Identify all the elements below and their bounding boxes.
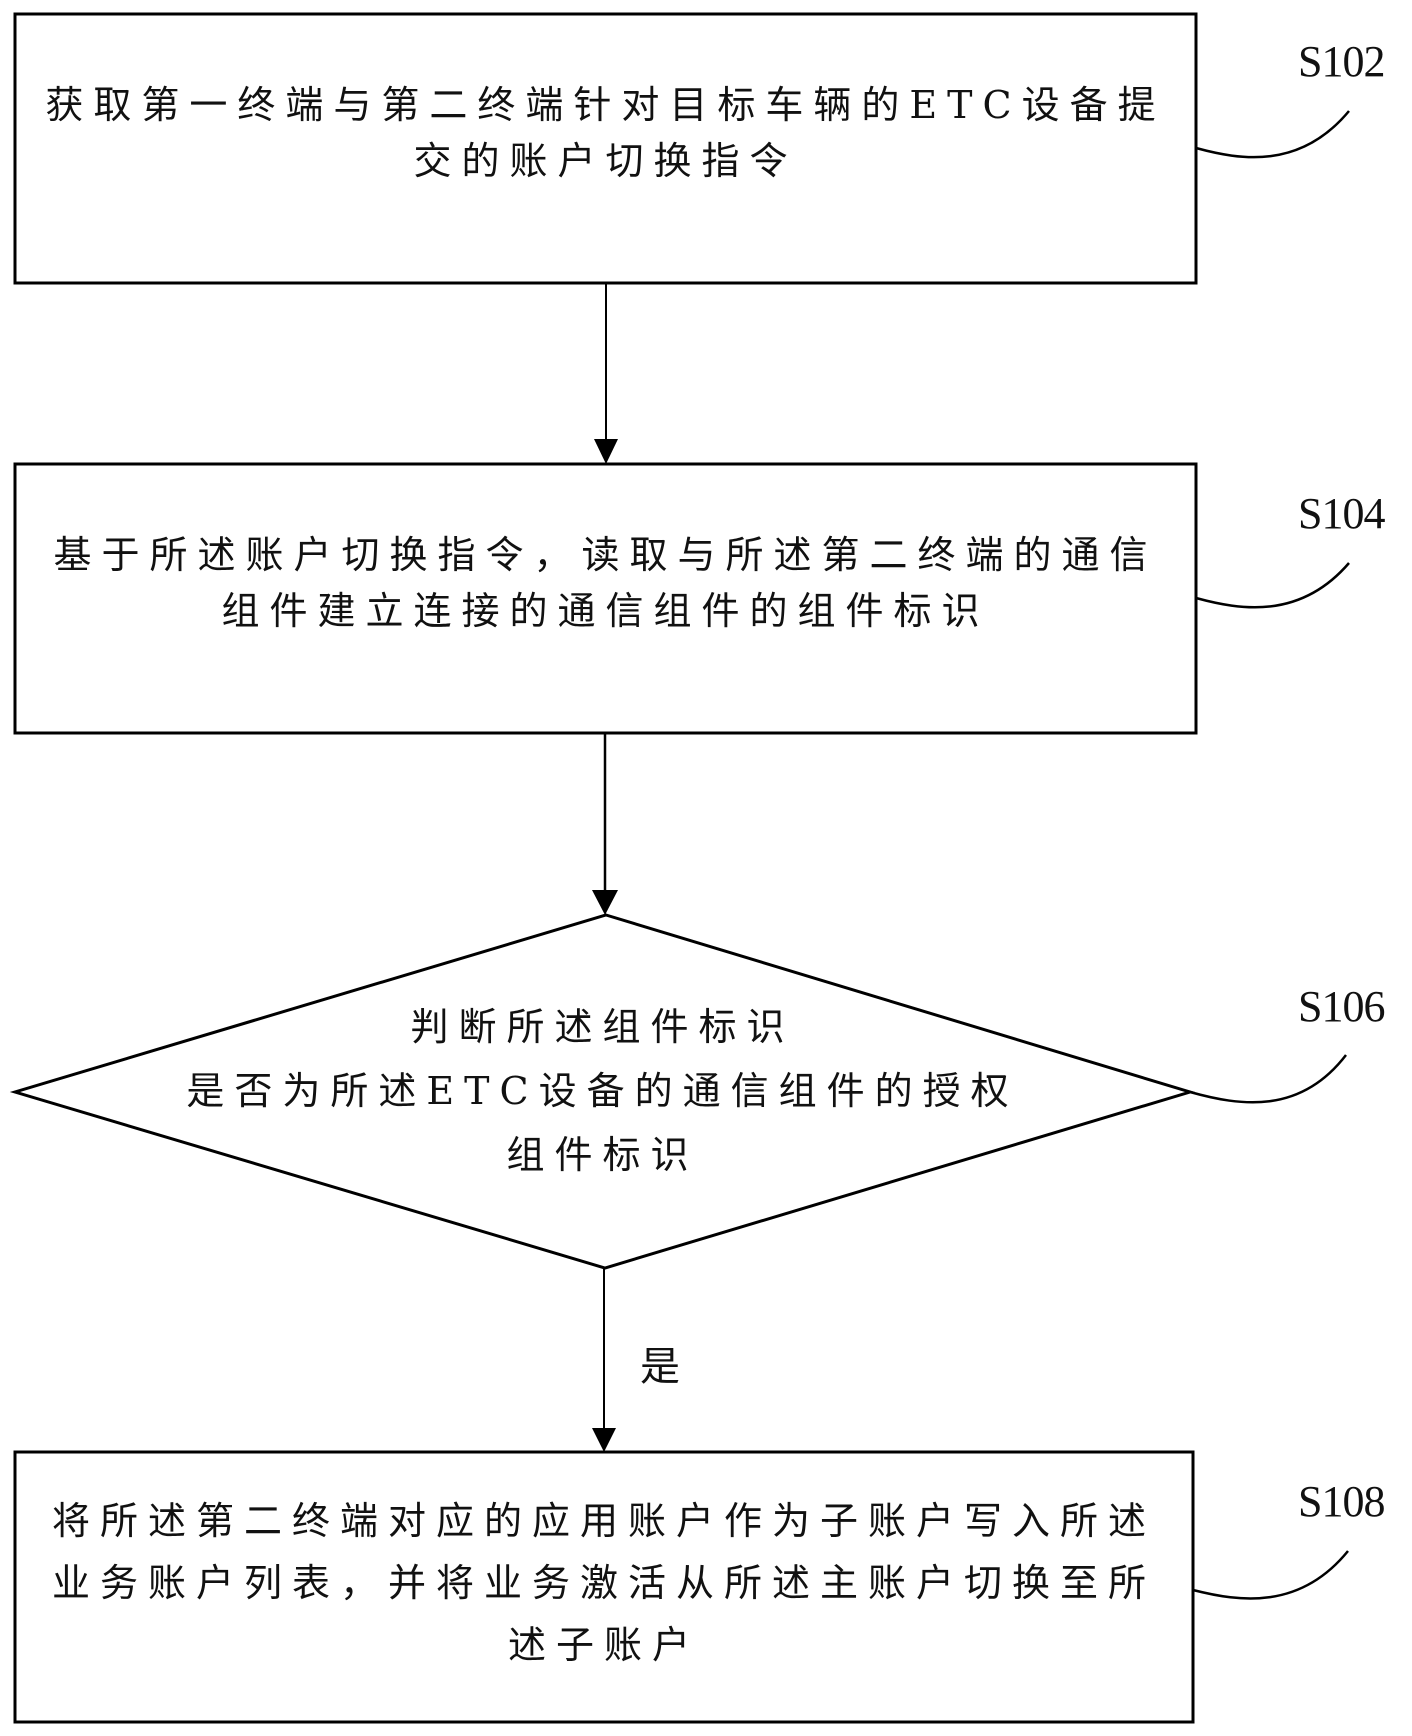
- step-text-line: 业务账户列表，并将业务激活从所述主账户切换至所: [51, 1561, 1156, 1605]
- step-text-s104: 基于所述账户切换指令，读取与所述第二终端的通信 组件建立连接的通信组件的组件标识: [15, 527, 1196, 639]
- step-text-line: 述子账户: [507, 1623, 700, 1667]
- step-text-line: 是否为所述ETC设备的通信组件的授权: [186, 1069, 1019, 1113]
- step-text-line: 组件标识: [506, 1133, 699, 1177]
- arrowhead-s104: [594, 439, 618, 464]
- leader-curve-s102: [1195, 110, 1350, 159]
- arrowhead-s106: [592, 890, 618, 915]
- step-text-line: 判断所述组件标识: [410, 1005, 795, 1049]
- step-text-line: 交的账户切换指令: [413, 139, 798, 183]
- step-label-s102: S102: [1298, 37, 1385, 86]
- step-text-line: 获取第一终端与第二终端针对目标车辆的ETC设备提: [45, 83, 1166, 127]
- arrowhead-s108: [592, 1428, 616, 1452]
- step-label-s106: S106: [1298, 982, 1385, 1031]
- step-label-s104: S104: [1298, 489, 1385, 538]
- leader-curve-s104: [1195, 562, 1350, 609]
- step-text-line: 基于所述账户切换指令，读取与所述第二终端的通信: [53, 533, 1158, 577]
- edge-label-yes: 是: [640, 1344, 680, 1390]
- step-label-s108: S108: [1298, 1477, 1385, 1526]
- step-text-s108: 将所述第二终端对应的应用账户作为子账户写入所述 业务账户列表，并将业务激活从所述…: [15, 1490, 1193, 1676]
- leader-curve-s108: [1192, 1550, 1349, 1600]
- step-text-s102: 获取第一终端与第二终端针对目标车辆的ETC设备提 交的账户切换指令: [15, 77, 1196, 189]
- step-text-s106: 判断所述组件标识 是否为所述ETC设备的通信组件的授权 组件标识: [15, 995, 1190, 1187]
- step-text-line: 将所述第二终端对应的应用账户作为子账户写入所述: [51, 1499, 1156, 1543]
- step-text-line: 组件建立连接的通信组件的组件标识: [221, 589, 990, 633]
- leader-curve-s106: [1189, 1054, 1347, 1104]
